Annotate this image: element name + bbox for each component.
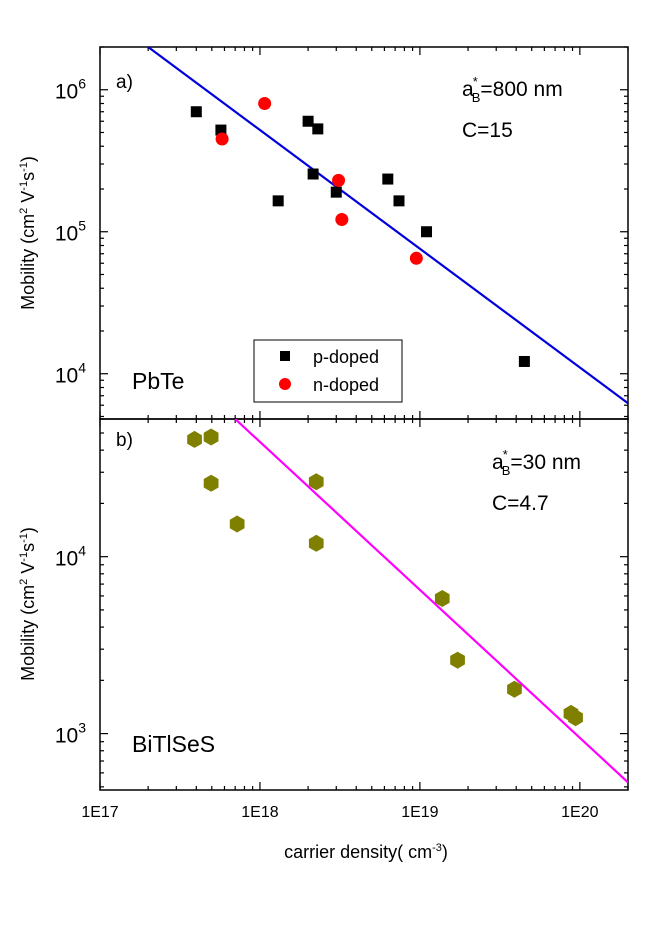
- data-point-n-doped: [332, 173, 346, 187]
- panel-b-frame: [99, 418, 629, 791]
- panel-b-ab-value: =30 nm: [510, 451, 581, 474]
- panel-a-ticks: 104 105 106: [55, 46, 629, 419]
- legend-n-doped-marker: [279, 378, 291, 390]
- data-point-bitlses: [229, 515, 245, 533]
- data-point-p-doped: [382, 173, 394, 185]
- fit-line-a: [147, 47, 628, 405]
- legend-p-doped-label: p-doped: [313, 347, 379, 367]
- y-tick-label: 104: [55, 360, 86, 388]
- panel-a-ab-star: *: [473, 74, 478, 89]
- panel-b-ab-sub: B: [502, 463, 511, 478]
- fit-line-b: [234, 419, 628, 784]
- panel-b-ab-star: *: [503, 447, 508, 462]
- panel-a-ab-value: =800 nm: [480, 78, 562, 101]
- panel-a-c-annotation: C=15: [462, 119, 513, 142]
- data-point-bitlses: [187, 430, 202, 448]
- panel-a-fit-layer: [147, 47, 628, 405]
- panel-a-sample-label: PbTe: [132, 368, 184, 394]
- panel-b-ylabel: Mobility (cm2 V-1s-1): [18, 527, 38, 681]
- panel-b-c-annotation: C=4.7: [492, 492, 549, 515]
- data-point-n-doped: [335, 212, 349, 226]
- data-point-bitlses: [203, 428, 219, 446]
- panel-b-label: b): [116, 430, 133, 451]
- panel-b-ab-annotation: a*B=30 nm: [492, 447, 581, 478]
- legend-n-doped-label: n-doped: [313, 375, 379, 395]
- data-point-p-doped: [190, 106, 202, 118]
- data-point-p-doped: [518, 355, 530, 367]
- x-tick-label: 1E19: [401, 804, 438, 821]
- data-point-p-doped: [393, 195, 405, 207]
- data-point-n-doped: [258, 97, 272, 111]
- data-point-p-doped: [272, 195, 284, 207]
- y-tick-label: 104: [55, 543, 86, 571]
- y-tick-label: 106: [55, 76, 86, 104]
- data-point-p-doped: [312, 123, 324, 135]
- y-tick-label: 103: [55, 720, 86, 748]
- x-axis-title-sup: -3: [432, 842, 442, 854]
- panel-a-ab-annotation: a*B=800 nm: [462, 74, 563, 105]
- panel-a-points: [190, 97, 530, 367]
- data-point-n-doped: [215, 132, 229, 146]
- panel-a-label: a): [116, 72, 133, 93]
- panel-b-sample-label: BiTlSeS: [132, 731, 215, 757]
- panel-a-ylabel: Mobility (cm2 V-1s-1): [18, 156, 38, 310]
- data-point-bitlses: [434, 590, 450, 607]
- data-point-p-doped: [307, 168, 319, 180]
- x-tick-label: 1E20: [561, 804, 598, 821]
- data-point-bitlses: [308, 534, 324, 552]
- x-tick-label: 1E17: [81, 804, 118, 821]
- data-point-bitlses: [507, 680, 522, 698]
- data-point-n-doped: [409, 251, 423, 265]
- data-point-bitlses: [568, 709, 583, 727]
- data-point-p-doped: [421, 226, 433, 238]
- panel-a-ab-base: a: [462, 78, 474, 101]
- data-point-p-doped: [302, 115, 314, 127]
- panel-b-ab-base: a: [492, 451, 504, 474]
- panel-a-ab-sub: B: [472, 90, 481, 105]
- data-point-bitlses: [308, 473, 324, 491]
- panel-b-ticks: 103 104 1E17 1E18 1E19 1E20: [55, 418, 629, 821]
- x-axis-title: carrier density( cm-3): [284, 842, 448, 862]
- x-axis-title-main: carrier density( cm: [284, 842, 432, 862]
- panel-b-fit-layer: [234, 419, 628, 784]
- data-point-p-doped: [215, 124, 227, 136]
- legend-frame: [253, 339, 403, 403]
- data-point-bitlses: [203, 474, 219, 492]
- data-point-bitlses: [450, 651, 465, 669]
- data-point-p-doped: [330, 186, 342, 198]
- x-tick-label: 1E18: [241, 804, 278, 821]
- legend-p-doped-marker: [280, 351, 290, 361]
- x-axis-title-close: ): [442, 842, 448, 862]
- y-tick-label: 105: [55, 218, 86, 246]
- panel-a-legend: p-doped n-doped: [253, 339, 403, 403]
- panel-b-points: [187, 428, 583, 727]
